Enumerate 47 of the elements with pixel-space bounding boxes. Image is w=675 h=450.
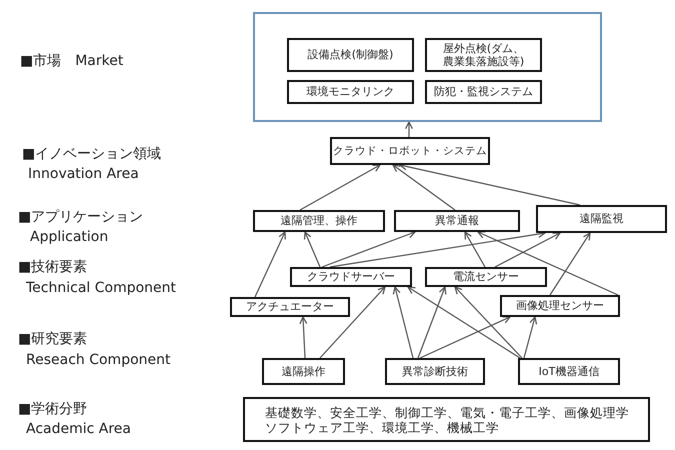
process-box: 異常通報 [394,210,520,232]
arrow [300,164,381,211]
row-label: Reseach Component [26,352,170,368]
process-box: 屋外点検(ダム、農業集落施設等) [425,38,542,72]
arrow [299,316,308,358]
process-box: 異常診断技術 [385,358,485,385]
process-box: クラウド・ロボット・システム [330,137,490,165]
arrow [322,230,416,268]
arrow [494,232,561,268]
process-box: 電流センサー [425,267,547,287]
row-label: Technical Component [26,280,176,296]
process-box: 設備点検(制御盤) [287,38,414,72]
row-label: ■技術要素 [18,258,88,276]
row-label: ■アプリケーション [18,208,144,226]
process-box: 防犯・監視システム [425,80,542,104]
row-label: Academic Area [26,421,131,437]
process-box: アクチュエーター [230,297,350,317]
arrow [477,231,618,296]
row-label: Application [30,229,108,245]
row-label: ■市場 Market [20,52,124,70]
process-box: クラウドサーバー [290,267,412,287]
row-label: ■研究要素 [18,330,88,348]
process-box: 遠隔管理、操作 [253,210,385,232]
arrow [464,231,486,268]
arrow [454,286,522,358]
market-frame [253,12,602,122]
process-box: 画像処理センサー [500,295,620,317]
arrow [523,316,538,358]
arrow [420,316,511,359]
process-box: IoT機器通信 [518,358,620,385]
arrow [392,286,414,358]
process-box: 遠隔監視 [536,205,667,233]
row-label: ■学術分野 [18,400,88,418]
arrow [417,286,446,358]
process-box: 遠隔操作 [262,358,345,385]
arrow [304,231,321,268]
academic-fields-box: 基礎数学、安全工学、制御工学、電気・電子工学、画像処理学ソフトウェア工学、環境工学、機械工学 [243,397,650,442]
arrow [405,121,413,137]
arrow [407,286,520,358]
process-box: 環境モニタリンク [287,80,414,104]
arrow [550,232,591,296]
arrow [254,231,286,298]
arrow [320,286,386,358]
arrow [392,164,456,210]
row-label: Innovation Area [28,166,139,182]
row-label: ■イノベーション領域 [22,145,162,163]
arrow [399,162,580,206]
